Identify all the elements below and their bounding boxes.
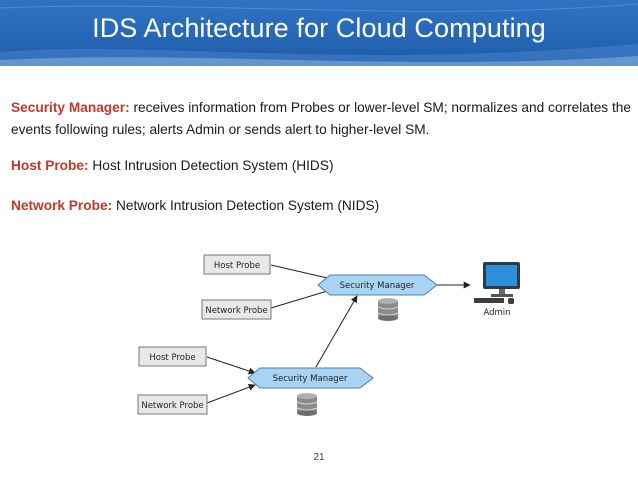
page-title: IDS Architecture for Cloud Computing <box>92 13 546 43</box>
term-host-probe: Host Probe: <box>11 158 89 173</box>
definition-text-security-manager: receives information from Probes or lowe… <box>11 100 631 137</box>
term-network-probe: Network Probe: <box>11 198 113 213</box>
bottom-network-probe-node: Network Probe <box>137 394 208 415</box>
top-security-manager-node: Security Manager <box>317 274 438 296</box>
term-security-manager: Security Manager: <box>11 100 130 115</box>
definition-host-probe: Host Probe: Host Intrusion Detection Sys… <box>11 155 631 177</box>
definition-text-host-probe: Host Intrusion Detection System (HIDS) <box>88 158 334 173</box>
top-host-probe-label: Host Probe <box>214 261 260 271</box>
admin-label: Admin <box>483 308 510 318</box>
bottom-security-manager-label: Security Manager <box>273 374 348 384</box>
page-number: 21 <box>313 452 325 463</box>
definition-security-manager: Security Manager: receives information f… <box>11 97 631 141</box>
arrow-network-probe-to-top-manager <box>270 287 335 309</box>
top-network-probe-label: Network Probe <box>205 306 267 316</box>
bottom-host-probe-node: Host Probe <box>138 346 207 367</box>
top-database-icon <box>377 298 399 321</box>
bottom-security-manager-node: Security Manager <box>247 367 374 389</box>
arrow-host-probe-to-bottom-manager <box>206 356 256 375</box>
bottom-database-icon <box>296 393 318 416</box>
arrow-bottom-manager-to-top-manager <box>315 295 358 368</box>
header-wave-decoration <box>0 3 638 66</box>
title-bar: IDS Architecture for Cloud Computing <box>0 0 638 66</box>
admin-computer-icon <box>474 262 520 304</box>
definition-text-network-probe: Network Intrusion Detection System (NIDS… <box>112 198 380 213</box>
top-network-probe-node: Network Probe <box>201 299 272 320</box>
top-host-probe-node: Host Probe <box>203 254 271 275</box>
arrow-host-probe-to-top-manager <box>270 264 337 282</box>
definition-network-probe: Network Probe: Network Intrusion Detecti… <box>11 195 631 217</box>
arrow-network-probe-to-bottom-manager <box>206 383 256 404</box>
top-security-manager-label: Security Manager <box>340 281 415 291</box>
bottom-host-probe-label: Host Probe <box>149 353 195 363</box>
bottom-network-probe-label: Network Probe <box>141 401 203 411</box>
